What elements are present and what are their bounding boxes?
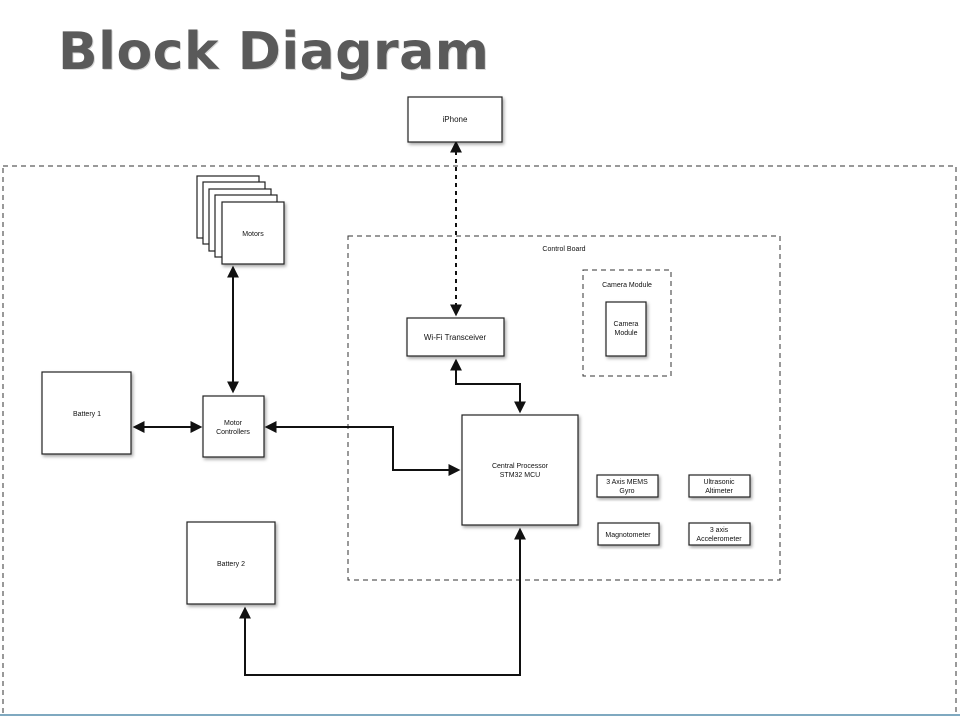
control-board-label: Control Board — [542, 246, 585, 253]
battery-2-label: Battery 2 — [217, 561, 245, 568]
battery2-cpu-link — [239, 527, 526, 676]
accelerometer-label-2: Accelerometer — [696, 536, 742, 543]
camera-module-label-1: Camera — [614, 321, 639, 328]
accelerometer-block: 3 axis Accelerometer — [688, 522, 751, 546]
iphone-block: iPhone — [407, 96, 503, 143]
altimeter-block: Ultrasonic Altimeter — [688, 474, 751, 498]
page-title: Block Diagram — [58, 22, 490, 82]
motors-label: Motors — [242, 231, 264, 238]
footer-divider — [0, 714, 960, 716]
central-processor-block: Central Processor STM32 MCU — [461, 414, 579, 526]
control-board-group — [347, 235, 781, 581]
motor-controllers-block: Motor Controllers — [202, 395, 265, 458]
motors-block: Motors — [196, 175, 285, 265]
camera-module-group — [582, 269, 672, 377]
altimeter-label-2: Altimeter — [705, 488, 733, 495]
wifi-cpu-link — [450, 358, 526, 414]
camera-module-label-2: Module — [615, 330, 638, 337]
camera-module-block: Camera Module — [605, 301, 647, 357]
magnetometer-label: Magnotometer — [605, 532, 651, 539]
battery-1-block: Battery 1 — [41, 371, 132, 455]
gyro-label-2: Gyro — [619, 488, 634, 495]
gyro-block: 3 Axis MEMS Gyro — [596, 474, 659, 498]
wifi-transceiver-block: Wi-Fi Transceiver — [406, 317, 505, 357]
central-processor-label-1: Central Processor — [492, 463, 549, 470]
gyro-label-1: 3 Axis MEMS — [606, 479, 648, 486]
altimeter-label-1: Ultrasonic — [703, 479, 735, 486]
central-processor-label-2: STM32 MCU — [500, 472, 540, 479]
magnetometer-block: Magnotometer — [597, 522, 660, 546]
camera-module-group-label: Camera Module — [602, 282, 652, 289]
system-boundary — [2, 165, 957, 716]
motor-controllers-label-1: Motor — [224, 420, 243, 427]
controllers-cpu-link — [264, 421, 461, 476]
motor-controllers-label-2: Controllers — [216, 429, 250, 436]
battery-2-block: Battery 2 — [186, 521, 276, 605]
accelerometer-label-1: 3 axis — [710, 527, 729, 534]
wifi-transceiver-label: Wi-Fi Transceiver — [424, 333, 487, 342]
iphone-label: iPhone — [443, 115, 468, 124]
battery-1-label: Battery 1 — [73, 411, 101, 418]
